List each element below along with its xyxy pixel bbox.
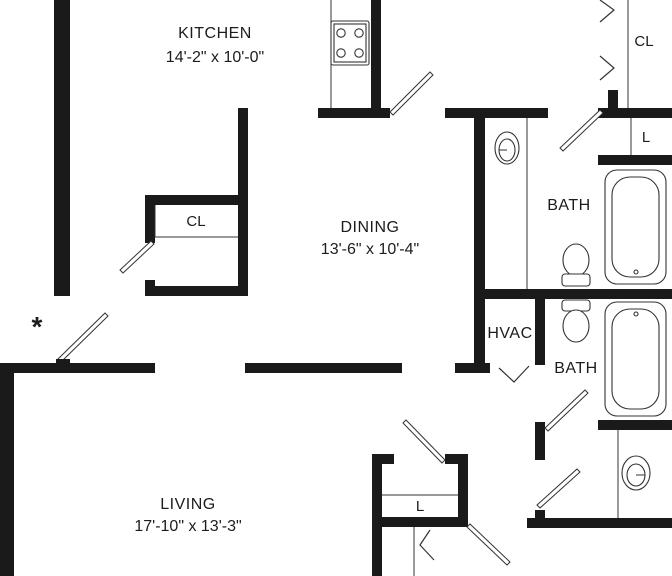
wall-lower-top-left [372, 454, 394, 464]
hvac-door [498, 365, 530, 383]
wall-bath2-bottom-right [598, 420, 672, 430]
lower-door-2 [466, 523, 511, 566]
linen-right-label: L [642, 129, 650, 146]
hvac-label: HVAC [487, 325, 532, 342]
cl-bifold-doors [599, 0, 615, 81]
wall-linen-top [598, 155, 672, 165]
wall-bath-top [445, 108, 548, 118]
wall-cl-right-stub [608, 90, 618, 115]
wall-living-left [0, 363, 14, 576]
thin-lines [154, 0, 632, 576]
wall-living-top-left [0, 363, 155, 373]
toilet-icon-2 [561, 299, 591, 343]
closet-door [119, 240, 155, 274]
doors [56, 0, 615, 566]
wall-lower-right [458, 454, 468, 526]
bathtub-icon-2 [604, 301, 667, 417]
entry-marker: * [32, 311, 43, 342]
bath3-door [536, 468, 581, 509]
living-dims: 17'-10" x 13'-3" [134, 518, 241, 535]
sink-icon [494, 131, 520, 165]
closet-dining-label: CL [186, 213, 205, 230]
sink-icon-2 [621, 455, 651, 491]
wall-lower-mid [382, 517, 468, 527]
closet-top-right-label: CL [634, 33, 653, 50]
bath1-label: BATH [547, 197, 590, 214]
wall-kitchen-stove [371, 0, 381, 116]
wall-hvac-right [535, 293, 545, 365]
lower-door-1 [402, 419, 446, 464]
wall-living-top-right [455, 363, 490, 373]
lower-bifold [419, 529, 435, 561]
bathtub-icon [604, 169, 667, 285]
wall-living-top-mid [245, 363, 402, 373]
wall-left-upper [54, 0, 70, 296]
wall-lower-top-right [445, 454, 468, 464]
wall-bath3-left-stub [535, 510, 545, 528]
wall-closet-left [145, 195, 155, 243]
fixtures [330, 20, 667, 491]
wall-closet-bottom [145, 286, 248, 296]
labels: KITCHEN 14'-2" x 10'-0" DINING 13'-6" x … [32, 25, 654, 535]
bath2-door [544, 389, 589, 432]
wall-lower-left [372, 454, 382, 576]
bath1-door [559, 109, 604, 152]
entry-door [56, 312, 109, 364]
wall-bath-left [474, 108, 485, 373]
kitchen-dims: 14'-2" x 10'-0" [166, 49, 264, 66]
wall-closet-left-lower [145, 280, 155, 296]
wall-bath-divider [474, 289, 672, 299]
wall-bath3-bottom [527, 518, 672, 528]
wall-hvac-right-lower [535, 422, 545, 460]
linen-bottom-label: L [416, 498, 424, 515]
stove-icon [330, 20, 370, 66]
bath2-label: BATH [554, 360, 597, 377]
dining-dims: 13'-6" x 10'-4" [321, 241, 419, 258]
wall-bath-top-right [598, 108, 672, 118]
toilet-icon [561, 243, 591, 287]
dining-label: DINING [341, 219, 400, 236]
kitchen-label: KITCHEN [178, 25, 252, 42]
wall-kitchen-bottom [318, 108, 390, 118]
kitchen-door [389, 71, 434, 116]
wall-closet-top [145, 195, 245, 205]
living-label: LIVING [160, 496, 215, 513]
